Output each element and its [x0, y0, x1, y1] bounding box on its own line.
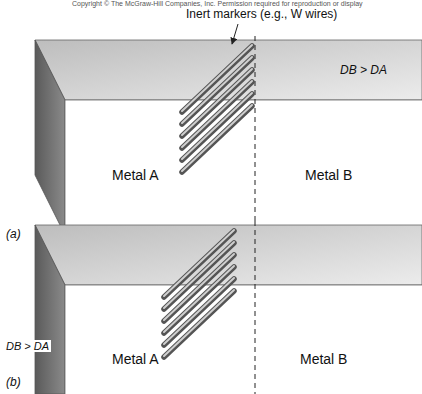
- marker-wire: [164, 291, 234, 357]
- marker-wire-highlight: [182, 105, 252, 171]
- diffusivity-relation: DB > DA: [340, 64, 387, 77]
- metal-label: Metal A: [112, 168, 159, 183]
- diffusivity-relation: DB > DA: [4, 340, 51, 352]
- block-b: [35, 221, 422, 394]
- metal-label: Metal B: [305, 168, 352, 183]
- marker-wire-highlight: [164, 290, 234, 356]
- panel-label: (a): [6, 228, 21, 241]
- metal-label: Metal B: [300, 352, 347, 367]
- copyright-note: Copyright © The McGraw-Hill Companies, I…: [72, 0, 363, 8]
- marker-wire: [182, 94, 252, 160]
- panel-label: (b): [6, 376, 21, 389]
- metal-label: Metal A: [112, 352, 159, 367]
- marker-wire-highlight: [164, 278, 234, 344]
- marker-wire: [164, 279, 234, 345]
- marker-wire-highlight: [182, 93, 252, 159]
- leader-line: [232, 24, 238, 44]
- callout-label: Inert markers (e.g., W wires): [186, 8, 337, 21]
- inert-marker-wires: [164, 45, 252, 357]
- marker-wire: [182, 106, 252, 172]
- block-a: [35, 36, 422, 235]
